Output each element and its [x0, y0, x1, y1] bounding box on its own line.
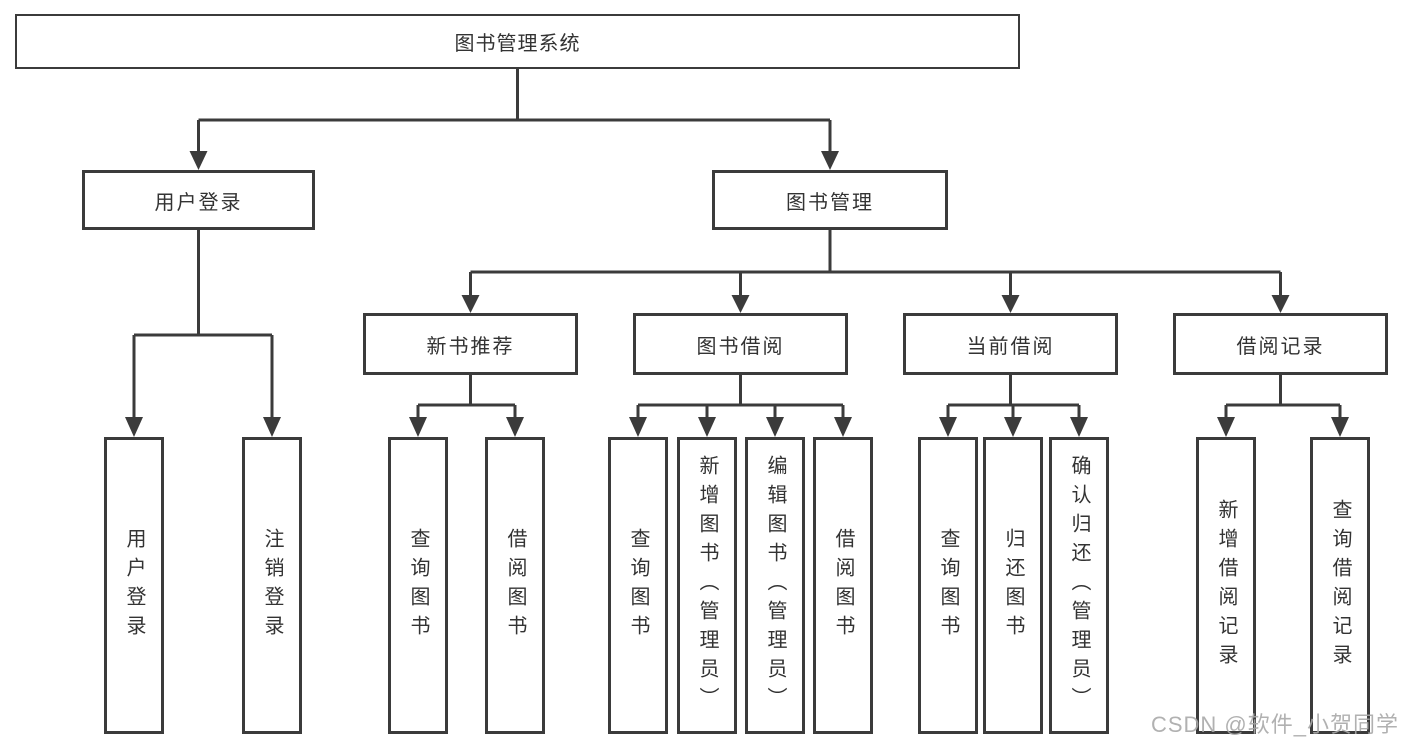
node-current-borrow: 当前借阅 [903, 313, 1118, 375]
leaf-recommend-query-book-label: 查询图书 [407, 527, 429, 644]
leaf-edit-book-admin-label: 编辑图书（管理员） [764, 455, 786, 716]
leaf-current-query-book: 查询图书 [918, 437, 978, 734]
arrowheads [125, 151, 1349, 437]
leaf-add-book-admin-label: 新增图书（管理员） [696, 455, 718, 716]
leaf-return-book-label: 归还图书 [1002, 527, 1024, 644]
node-current-borrow-label: 当前借阅 [966, 335, 1055, 358]
node-book-borrow: 图书借阅 [633, 313, 848, 375]
node-root-system-label: 图书管理系统 [454, 33, 581, 55]
leaf-query-borrow-record-label: 查询借阅记录 [1329, 498, 1351, 673]
leaf-borrow-query-book: 查询图书 [608, 437, 668, 734]
node-new-book-recommend-label: 新书推荐 [426, 335, 515, 358]
leaf-logout-label: 注销登录 [261, 527, 283, 644]
leaf-confirm-return-admin-label: 确认归还（管理员） [1068, 455, 1090, 716]
leaf-confirm-return-admin: 确认归还（管理员） [1049, 437, 1109, 734]
node-book-management-label: 图书管理 [786, 191, 874, 214]
leaf-add-book-admin: 新增图书（管理员） [677, 437, 737, 734]
leaf-query-borrow-record: 查询借阅记录 [1310, 437, 1370, 734]
leaf-borrow-book-label: 借阅图书 [832, 527, 854, 644]
node-borrow-record-label: 借阅记录 [1236, 335, 1325, 358]
leaf-recommend-borrow-book: 借阅图书 [485, 437, 545, 734]
leaf-current-query-book-label: 查询图书 [937, 527, 959, 644]
leaf-return-book: 归还图书 [983, 437, 1043, 734]
node-user-login-label: 用户登录 [154, 191, 243, 214]
tree-edges [132, 69, 1342, 419]
node-book-borrow-label: 图书借阅 [696, 335, 785, 358]
leaf-borrow-book: 借阅图书 [813, 437, 873, 734]
leaf-user-login-label: 用户登录 [123, 527, 145, 644]
node-user-login: 用户登录 [82, 170, 315, 230]
leaf-recommend-query-book: 查询图书 [388, 437, 448, 734]
leaf-add-borrow-record: 新增借阅记录 [1196, 437, 1256, 734]
leaf-logout: 注销登录 [242, 437, 302, 734]
node-root-system: 图书管理系统 [15, 14, 1020, 69]
leaf-user-login: 用户登录 [104, 437, 164, 734]
leaf-recommend-borrow-book-label: 借阅图书 [504, 527, 526, 644]
leaf-edit-book-admin: 编辑图书（管理员） [745, 437, 805, 734]
node-new-book-recommend: 新书推荐 [363, 313, 578, 375]
node-book-management: 图书管理 [712, 170, 948, 230]
leaf-add-borrow-record-label: 新增借阅记录 [1215, 498, 1237, 673]
leaf-borrow-query-book-label: 查询图书 [627, 527, 649, 644]
node-borrow-record: 借阅记录 [1173, 313, 1388, 375]
